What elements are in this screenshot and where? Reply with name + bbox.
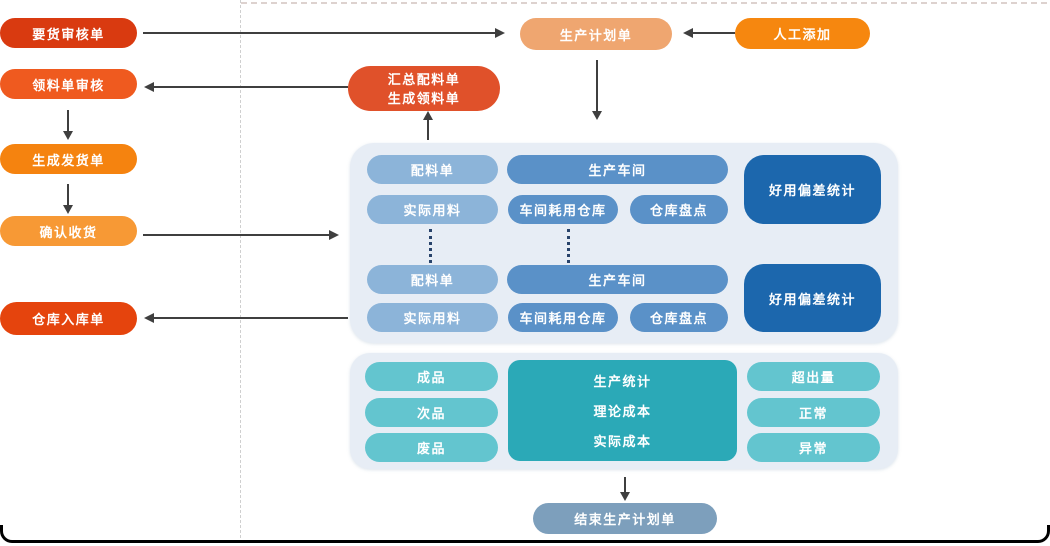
node-confirm-receipt: 确认收货 [0,216,137,246]
node-usage-deviation-stats-2: 好用偏差统计 [744,264,881,332]
node-goods-request-review: 要货审核单 [0,18,137,48]
stats-line-actual-cost: 实际成本 [593,433,652,449]
node-actual-usage-2: 实际用料 [367,303,498,332]
node-actual-usage-1: 实际用料 [367,195,498,224]
node-normal: 正常 [747,398,880,427]
workshop-panel: 配料单 生产车间 好用偏差统计 实际用料 车间耗用仓库 仓库盘点 配料单 生产车… [350,143,898,343]
node-production-plan: 生产计划单 [520,18,672,50]
dotted-connector-left [429,229,432,263]
vertical-dashed-divider [240,0,241,538]
node-generate-shipping-order: 生成发货单 [0,144,137,174]
node-batch-list-1: 配料单 [367,155,498,184]
node-scrap: 废品 [365,433,498,462]
dotted-connector-center [567,229,570,263]
window-bottom-frame [0,525,1050,543]
node-production-stats-box: 生产统计 理论成本 实际成本 [508,360,737,461]
summary-line-2: 生成领料单 [387,90,461,106]
node-production-workshop-2: 生产车间 [507,265,728,294]
node-batch-list-2: 配料单 [367,265,498,294]
node-summarize-batch-generate-picking: 汇总配料单 生成领料单 [348,66,500,111]
node-picking-list-review: 领料单审核 [0,69,137,99]
node-stocktake-1: 仓库盘点 [630,195,728,224]
node-defective-goods: 次品 [365,398,498,427]
top-dashed-divider [241,2,1047,4]
stats-line-theoretical-cost: 理论成本 [593,403,652,419]
node-end-production-plan: 结束生产计划单 [533,503,717,534]
summary-line-1: 汇总配料单 [387,71,461,87]
node-production-workshop-1: 生产车间 [507,155,728,184]
stats-panel: 成品 次品 废品 生产统计 理论成本 实际成本 超出量 正常 异常 [350,353,898,469]
node-stocktake-2: 仓库盘点 [630,303,728,332]
stats-line-production: 生产统计 [593,374,652,390]
node-excess-amount: 超出量 [747,362,880,391]
node-abnormal: 异常 [747,433,880,462]
node-workshop-consume-warehouse-1: 车间耗用仓库 [508,195,618,224]
node-usage-deviation-stats-1: 好用偏差统计 [744,155,881,224]
node-finished-goods: 成品 [365,362,498,391]
node-manual-add: 人工添加 [735,18,870,49]
node-workshop-consume-warehouse-2: 车间耗用仓库 [508,303,618,332]
node-warehouse-inbound-order: 仓库入库单 [0,302,137,335]
